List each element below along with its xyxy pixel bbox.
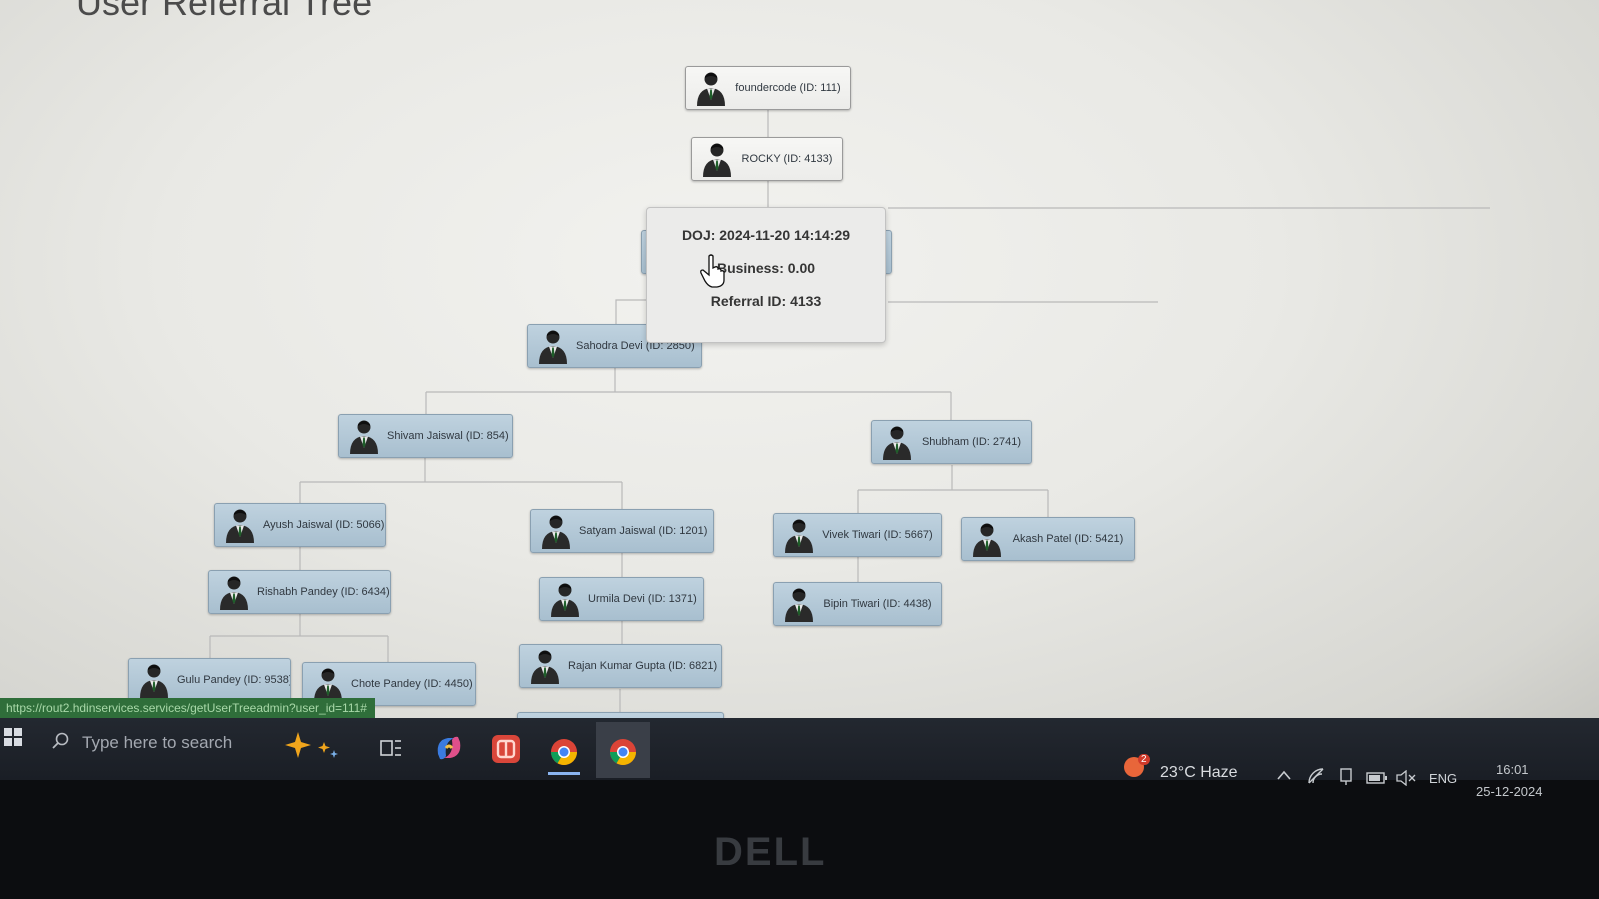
tree-node-shivam[interactable]: Shivam Jaiswal (ID: 854) — [338, 414, 513, 458]
user-silhouette-icon — [550, 581, 580, 617]
tree-connectors — [209, 110, 1490, 712]
user-silhouette-icon — [696, 70, 726, 106]
tree-node-foundercode[interactable]: foundercode (ID: 111) — [685, 66, 851, 110]
node-label: ROCKY (ID: 4133) — [741, 153, 833, 165]
wifi-icon[interactable] — [1307, 768, 1325, 784]
volume-muted-icon[interactable] — [1396, 770, 1416, 786]
user-silhouette-icon — [882, 424, 912, 460]
weather-badge: 2 — [1138, 754, 1150, 765]
tooltip-doj: DOJ: 2024-11-20 14:14:29 — [681, 227, 851, 243]
clock[interactable]: 16:01 25-12-2024 — [1470, 718, 1570, 799]
search-icon — [52, 732, 69, 749]
node-label: Satyam Jaiswal (ID: 1201) — [579, 525, 708, 537]
page-title: User Referral Tree — [76, 0, 373, 23]
taskbar: Type here to search — [0, 718, 1599, 799]
node-label: Rajan Kumar Gupta (ID: 6821) — [568, 660, 718, 672]
tree-node-akash[interactable]: Akash Patel (ID: 5421) — [961, 517, 1135, 561]
chrome-icon — [550, 739, 578, 766]
user-silhouette-icon — [313, 666, 343, 702]
user-silhouette-icon — [784, 517, 814, 553]
node-label: Rishabh Pandey (ID: 6434) — [257, 586, 390, 598]
language-indicator[interactable]: ENG — [1429, 771, 1458, 786]
user-silhouette-icon — [225, 507, 255, 543]
node-label: Shubham (ID: 2741) — [921, 436, 1022, 448]
task-view-icon[interactable] — [380, 738, 402, 758]
office-app-icon[interactable] — [492, 735, 520, 763]
copilot-app-icon[interactable] — [434, 734, 464, 762]
chrome-app-window[interactable] — [596, 722, 650, 778]
weather-widget[interactable]: 2 23°C Haze — [1118, 718, 1258, 781]
tree-node-shubham[interactable]: Shubham (ID: 2741) — [871, 420, 1032, 464]
hand-pointer-cursor-icon — [700, 254, 725, 288]
clock-date: 25-12-2024 — [1476, 784, 1543, 799]
copilot-sparkle-icon — [285, 732, 338, 758]
node-label: Urmila Devi (ID: 1371) — [588, 593, 697, 605]
node-label: foundercode (ID: 111) — [735, 82, 841, 94]
user-silhouette-icon — [784, 586, 814, 622]
windows-start-icon[interactable] — [4, 728, 22, 746]
user-silhouette-icon — [702, 141, 732, 177]
node-label: Ayush Jaiswal (ID: 5066) — [263, 519, 385, 531]
tree-node-satyam[interactable]: Satyam Jaiswal (ID: 1201) — [530, 509, 714, 553]
user-silhouette-icon — [541, 513, 571, 549]
node-label: Chote Pandey (ID: 4450) — [351, 678, 473, 690]
node-label: Shivam Jaiswal (ID: 854) — [387, 430, 509, 442]
laptop-bezel-logo: DELL — [714, 830, 827, 874]
tree-node-ayush[interactable]: Ayush Jaiswal (ID: 5066) — [214, 503, 386, 547]
taskbar-search-box[interactable]: Type here to search — [44, 722, 354, 764]
user-silhouette-icon — [349, 418, 379, 454]
node-tooltip: DOJ: 2024-11-20 14:14:29 Business: 0.00 … — [646, 207, 886, 343]
node-label: Akash Patel (ID: 5421) — [1012, 533, 1124, 545]
user-silhouette-icon — [219, 574, 249, 610]
tooltip-referral-id: Referral ID: 4133 — [710, 293, 822, 309]
chrome-app-active[interactable] — [540, 726, 588, 776]
user-silhouette-icon — [972, 521, 1002, 557]
tree-node-vivek[interactable]: Vivek Tiwari (ID: 5667) — [773, 513, 942, 557]
battery-icon[interactable] — [1366, 772, 1388, 784]
node-label: Sahodra Devi (ID: 2850) — [576, 340, 695, 352]
chevron-up-icon[interactable] — [1277, 770, 1291, 780]
node-label: Gulu Pandey (ID: 9538) — [177, 674, 291, 686]
tooltip-business: Business: 0.00 — [716, 260, 816, 276]
node-label: Vivek Tiwari (ID: 5667) — [822, 529, 933, 541]
connector-sahodra-up — [615, 299, 646, 324]
tree-node-gulu[interactable]: Gulu Pandey (ID: 9538) — [128, 658, 291, 702]
active-app-indicator — [548, 772, 580, 775]
node-label: Bipin Tiwari (ID: 4438) — [823, 598, 932, 610]
tree-node-rocky[interactable]: ROCKY (ID: 4133) — [691, 137, 843, 181]
weather-text: 23°C Haze — [1160, 764, 1238, 781]
display-icon[interactable] — [1338, 768, 1354, 786]
chrome-icon — [609, 739, 637, 766]
browser-viewport: User Referral Tree — [0, 0, 1599, 750]
user-silhouette-icon — [139, 662, 169, 698]
search-placeholder: Type here to search — [82, 733, 233, 752]
tree-node-bipin[interactable]: Bipin Tiwari (ID: 4438) — [773, 582, 942, 626]
clock-time: 16:01 — [1496, 762, 1529, 777]
user-silhouette-icon — [530, 648, 560, 684]
user-silhouette-icon — [538, 328, 568, 364]
tree-node-rishabh[interactable]: Rishabh Pandey (ID: 6434) — [208, 570, 391, 614]
status-bar-url: https://rout2.hdinservices.services/getU… — [0, 698, 375, 718]
tree-node-rajan[interactable]: Rajan Kumar Gupta (ID: 6821) — [519, 644, 722, 688]
tree-node-urmila[interactable]: Urmila Devi (ID: 1371) — [539, 577, 704, 621]
